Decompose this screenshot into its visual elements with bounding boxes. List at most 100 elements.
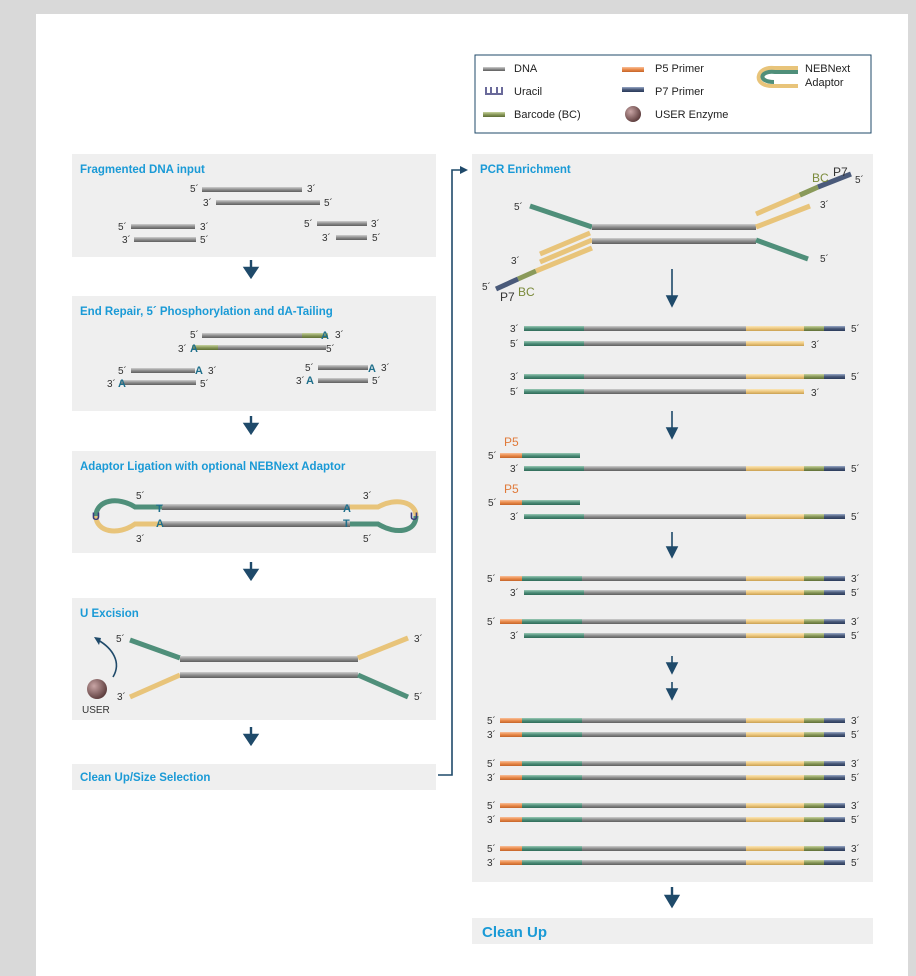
label-3prime: 3´: [851, 843, 860, 855]
base-t: T: [343, 518, 350, 530]
bc-label: BC: [518, 285, 535, 299]
dna-strand: [180, 672, 358, 678]
label-5prime: 5´: [487, 573, 496, 585]
legend: DNA Uracil Barcode (BC) P5 Primer P7 Pri…: [474, 54, 872, 134]
label-5prime: 5´: [851, 772, 860, 784]
label-5prime: 5´: [487, 715, 496, 727]
label-5prime: 5´: [136, 490, 145, 502]
panel-bg: [72, 296, 436, 411]
legend-p5: P5 Primer: [655, 63, 704, 75]
label-3prime: 3´: [510, 463, 519, 475]
dna-strand: [134, 237, 196, 242]
legend-user-enzyme: USER Enzyme: [655, 109, 728, 121]
connector-line: [438, 169, 462, 776]
base-a: A: [118, 378, 126, 390]
label-3prime: 3´: [178, 343, 187, 355]
step-title-fragmented: Fragmented DNA input: [80, 164, 205, 176]
label-5prime: 5´: [372, 375, 381, 387]
p5-label: P5: [504, 435, 519, 449]
label-5prime: 5´: [200, 378, 209, 390]
label-5prime: 5´: [488, 450, 497, 462]
label-5prime: 5´: [851, 463, 860, 475]
label-3prime: 3´: [820, 199, 829, 211]
legend-uracil: Uracil: [514, 86, 542, 98]
label-3prime: 3´: [487, 729, 496, 741]
label-3prime: 3´: [381, 362, 390, 374]
down-arrow: [242, 260, 260, 280]
down-arrow: [242, 562, 260, 582]
label-5prime: 5´: [510, 386, 519, 398]
user-label: USER: [82, 705, 110, 716]
label-5prime: 5´: [514, 201, 523, 213]
dna-strand: [131, 368, 195, 373]
base-t: T: [156, 503, 163, 515]
label-5prime: 5´: [851, 814, 860, 826]
panel-bg: [72, 154, 436, 257]
label-3prime: 3´: [414, 633, 423, 645]
base-a: A: [343, 503, 351, 515]
dna-strand: [318, 378, 368, 383]
label-5prime: 5´: [851, 511, 860, 523]
adaptor-arm: [129, 637, 181, 661]
step-title-cleanup: Clean Up: [482, 924, 547, 941]
base-a: A: [195, 365, 203, 377]
duplex: [500, 846, 845, 865]
step-title-u-excision: U Excision: [80, 608, 139, 620]
connector-arrowhead: [460, 166, 468, 174]
dna-strand: [218, 345, 326, 350]
step-fragmented-panel: Fragmented DNA input 5´ 3´ 3´ 5´ 5´ 3´ 3…: [72, 154, 436, 257]
legend-dna-swatch: [483, 67, 505, 71]
curved-arrow: [97, 639, 118, 678]
legend-box: [474, 54, 872, 134]
label-5prime: 5´: [116, 633, 125, 645]
p7-label: P7: [833, 165, 848, 179]
label-3prime: 3´: [510, 587, 519, 599]
base-a: A: [306, 375, 314, 387]
step-cleanup-panel: Clean Up: [472, 918, 873, 944]
dna-strand: [162, 521, 350, 527]
pcr-full-duplexes: [500, 576, 845, 638]
dna-strand: [318, 365, 368, 370]
label-3prime: 3´: [307, 183, 316, 195]
label-5prime: 5´: [363, 533, 372, 545]
label-3prime: 3´: [335, 329, 344, 341]
label-5prime: 5´: [487, 758, 496, 770]
legend-dna: DNA: [514, 63, 538, 75]
label-5prime: 5´: [851, 587, 860, 599]
bc-label: BC: [812, 171, 829, 185]
label-3prime: 3´: [851, 758, 860, 770]
label-3prime: 3´: [122, 234, 131, 246]
legend-barcode: Barcode (BC): [514, 109, 581, 121]
dna-strand: [131, 224, 195, 229]
panel-bg: [72, 764, 436, 790]
label-5prime: 5´: [118, 365, 127, 377]
label-3prime: 3´: [510, 511, 519, 523]
base-a: A: [321, 330, 329, 342]
label-5prime: 5´: [482, 281, 491, 293]
label-5prime: 5´: [855, 174, 864, 186]
down-arrow: [665, 656, 679, 675]
base-a: A: [368, 363, 376, 375]
step-ligation-panel: Adaptor Ligation with optional NEBNext A…: [72, 451, 436, 553]
dna-strand: [317, 221, 367, 226]
step-u-excision-panel: U Excision 5´ 3´ 3´ 5´ USER: [72, 598, 436, 720]
label-3prime: 3´: [371, 218, 380, 230]
legend-adaptor-line1: NEBNext: [805, 63, 850, 75]
label-5prime: 5´: [851, 630, 860, 642]
label-3prime: 3´: [510, 371, 519, 383]
label-5prime: 5´: [487, 616, 496, 628]
duplex: [500, 803, 845, 822]
down-arrow: [665, 682, 679, 701]
down-arrow: [665, 532, 679, 559]
label-5prime: 5´: [324, 197, 333, 209]
legend-p7-swatch: [622, 87, 644, 92]
dna-strand: [336, 235, 367, 240]
pcr-cycle1-duplexes: [524, 326, 845, 394]
label-3prime: 3´: [487, 814, 496, 826]
arrowhead: [94, 637, 101, 645]
panel-bg: [472, 918, 873, 944]
label-3prime: 3´: [511, 255, 520, 267]
p5-label: P5: [504, 482, 519, 496]
label-3prime: 3´: [322, 232, 331, 244]
